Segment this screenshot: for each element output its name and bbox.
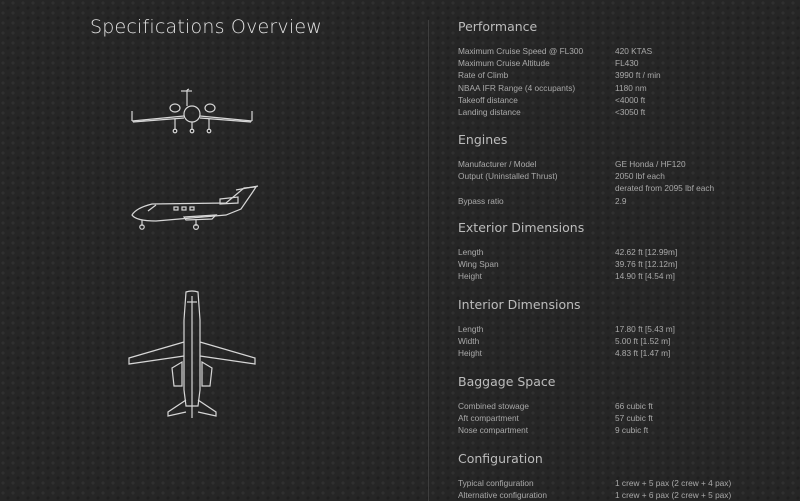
- spec-value: 66 cubic ft: [615, 401, 653, 411]
- spec-label: Aft compartment: [458, 413, 519, 424]
- spec-value: FL430: [615, 58, 639, 69]
- spec-label: Height: [458, 348, 482, 359]
- spec-value: 1 crew + 5 pax (2 crew + 4 pax): [615, 478, 732, 488]
- spec-row: Length 42.62 ft [12.99m]: [458, 246, 788, 258]
- spec-row: Rate of Climb 3990 ft / min: [458, 69, 788, 81]
- spec-label: Landing distance: [458, 107, 521, 118]
- section-title: Configuration: [458, 451, 543, 466]
- spec-value: 420 KTAS: [615, 46, 653, 56]
- spec-label: Maximum Cruise Altitude: [458, 58, 550, 69]
- spec-label: Manufacturer / Model: [458, 159, 537, 169]
- spec-row: Bypass ratio 2.9: [458, 195, 788, 207]
- section-configuration: Configuration Typical configuration 1 cre…: [458, 451, 788, 501]
- spec-row: Output (Uninstalled Thrust) 2050 lbf each: [458, 170, 788, 182]
- spec-row: Nose compartment 9 cubic ft: [458, 424, 788, 436]
- spec-value: 3990 ft / min: [615, 70, 661, 81]
- spec-value: <4000 ft: [615, 94, 646, 105]
- page-title: Specifications Overview: [90, 16, 322, 38]
- spec-label: Nose compartment: [458, 425, 529, 436]
- spec-value: <3050 ft: [615, 107, 646, 118]
- spec-label: Combined stowage: [458, 401, 530, 411]
- section-title: Interior Dimensions: [458, 297, 581, 312]
- spec-label: Output (Uninstalled Thrust): [458, 171, 558, 182]
- spec-row: Wing Span 39.76 ft [12.12m]: [458, 258, 788, 270]
- spec-row: Takeoff distance <4000 ft: [458, 94, 788, 106]
- spec-row: Aft compartment 57 cubic ft: [458, 412, 788, 424]
- spec-value: 1 crew + 6 pax (2 crew + 5 pax): [615, 490, 732, 501]
- spec-row: Alternative configuration 1 crew + 6 pax …: [458, 489, 788, 501]
- spec-value: 2050 lbf each: [615, 171, 665, 182]
- spec-label: Maximum Cruise Speed @ FL300: [458, 46, 584, 56]
- spec-row: Typical configuration 1 crew + 5 pax (2 c…: [458, 477, 788, 489]
- spec-value: 39.76 ft [12.12m]: [615, 259, 678, 270]
- spec-value: 57 cubic ft: [615, 413, 653, 424]
- spec-value: 2.9: [615, 195, 627, 206]
- jet-top-view-icon: [128, 290, 256, 418]
- spec-list: Length 42.62 ft [12.99m] Wing Span 39.76 ft…: [458, 246, 788, 283]
- column-divider: [428, 20, 429, 501]
- spec-label: Length: [458, 247, 484, 257]
- spec-row: Maximum Cruise Speed @ FL300 420 KTAS: [458, 45, 788, 57]
- spec-row: NBAA IFR Range (4 occupants) 1180 nm: [458, 82, 788, 94]
- spec-value: 17.80 ft [5.43 m]: [615, 324, 675, 334]
- spec-list: Length 17.80 ft [5.43 m] Width 5.00 ft [1.5…: [458, 323, 788, 360]
- section-interior-dimensions: Interior Dimensions Length 17.80 ft [5.43…: [458, 297, 788, 360]
- spec-row: derated from 2095 lbf each: [458, 182, 788, 194]
- spec-label: Length: [458, 324, 484, 334]
- spec-row: Manufacturer / Model GE Honda / HF120: [458, 158, 788, 170]
- spec-row: Width 5.00 ft [1.52 m]: [458, 335, 788, 347]
- section-baggage-space: Baggage Space Combined stowage 66 cubic f…: [458, 374, 788, 437]
- spec-label: Typical configuration: [458, 478, 534, 488]
- section-performance: Performance Maximum Cruise Speed @ FL300…: [458, 19, 788, 118]
- spec-row: Maximum Cruise Altitude FL430: [458, 57, 788, 69]
- spec-label: Width: [458, 336, 480, 347]
- spec-value: 1180 nm: [615, 82, 647, 93]
- spec-label: Height: [458, 271, 482, 282]
- section-title: Engines: [458, 132, 508, 147]
- spec-value: derated from 2095 lbf each: [615, 183, 715, 194]
- section-title: Performance: [458, 19, 538, 34]
- spec-label: Rate of Climb: [458, 70, 509, 81]
- spec-row: Height 14.90 ft [4.54 m]: [458, 270, 788, 282]
- section-exterior-dimensions: Exterior Dimensions Length 42.62 ft [12.9…: [458, 220, 788, 283]
- spec-label: Alternative configuration: [458, 490, 548, 501]
- spec-value: GE Honda / HF120: [615, 159, 686, 169]
- spec-value: 14.90 ft [4.54 m]: [615, 271, 675, 282]
- spec-row: Combined stowage 66 cubic ft: [458, 400, 788, 412]
- spec-value: 9 cubic ft: [615, 425, 649, 436]
- jet-side-view-icon: [131, 185, 259, 230]
- section-title: Exterior Dimensions: [458, 220, 585, 235]
- section-engines: Engines Manufacturer / Model GE Honda / H…: [458, 132, 788, 207]
- jet-front-view-icon: [131, 88, 253, 134]
- spec-label: Takeoff distance: [458, 94, 518, 105]
- spec-label: NBAA IFR Range (4 occupants): [458, 82, 576, 93]
- section-title: Baggage Space: [458, 374, 556, 389]
- spec-value: 42.62 ft [12.99m]: [615, 247, 678, 257]
- spec-value: 5.00 ft [1.52 m]: [615, 336, 671, 347]
- spec-label: Wing Span: [458, 259, 499, 270]
- spec-row: Landing distance <3050 ft: [458, 106, 788, 118]
- spec-list: Typical configuration 1 crew + 5 pax (2 c…: [458, 477, 788, 501]
- spec-label: Bypass ratio: [458, 195, 504, 206]
- spec-row: Length 17.80 ft [5.43 m]: [458, 323, 788, 335]
- spec-value: 4.83 ft [1.47 m]: [615, 348, 671, 359]
- spec-row: Height 4.83 ft [1.47 m]: [458, 347, 788, 359]
- spec-label: [458, 182, 615, 194]
